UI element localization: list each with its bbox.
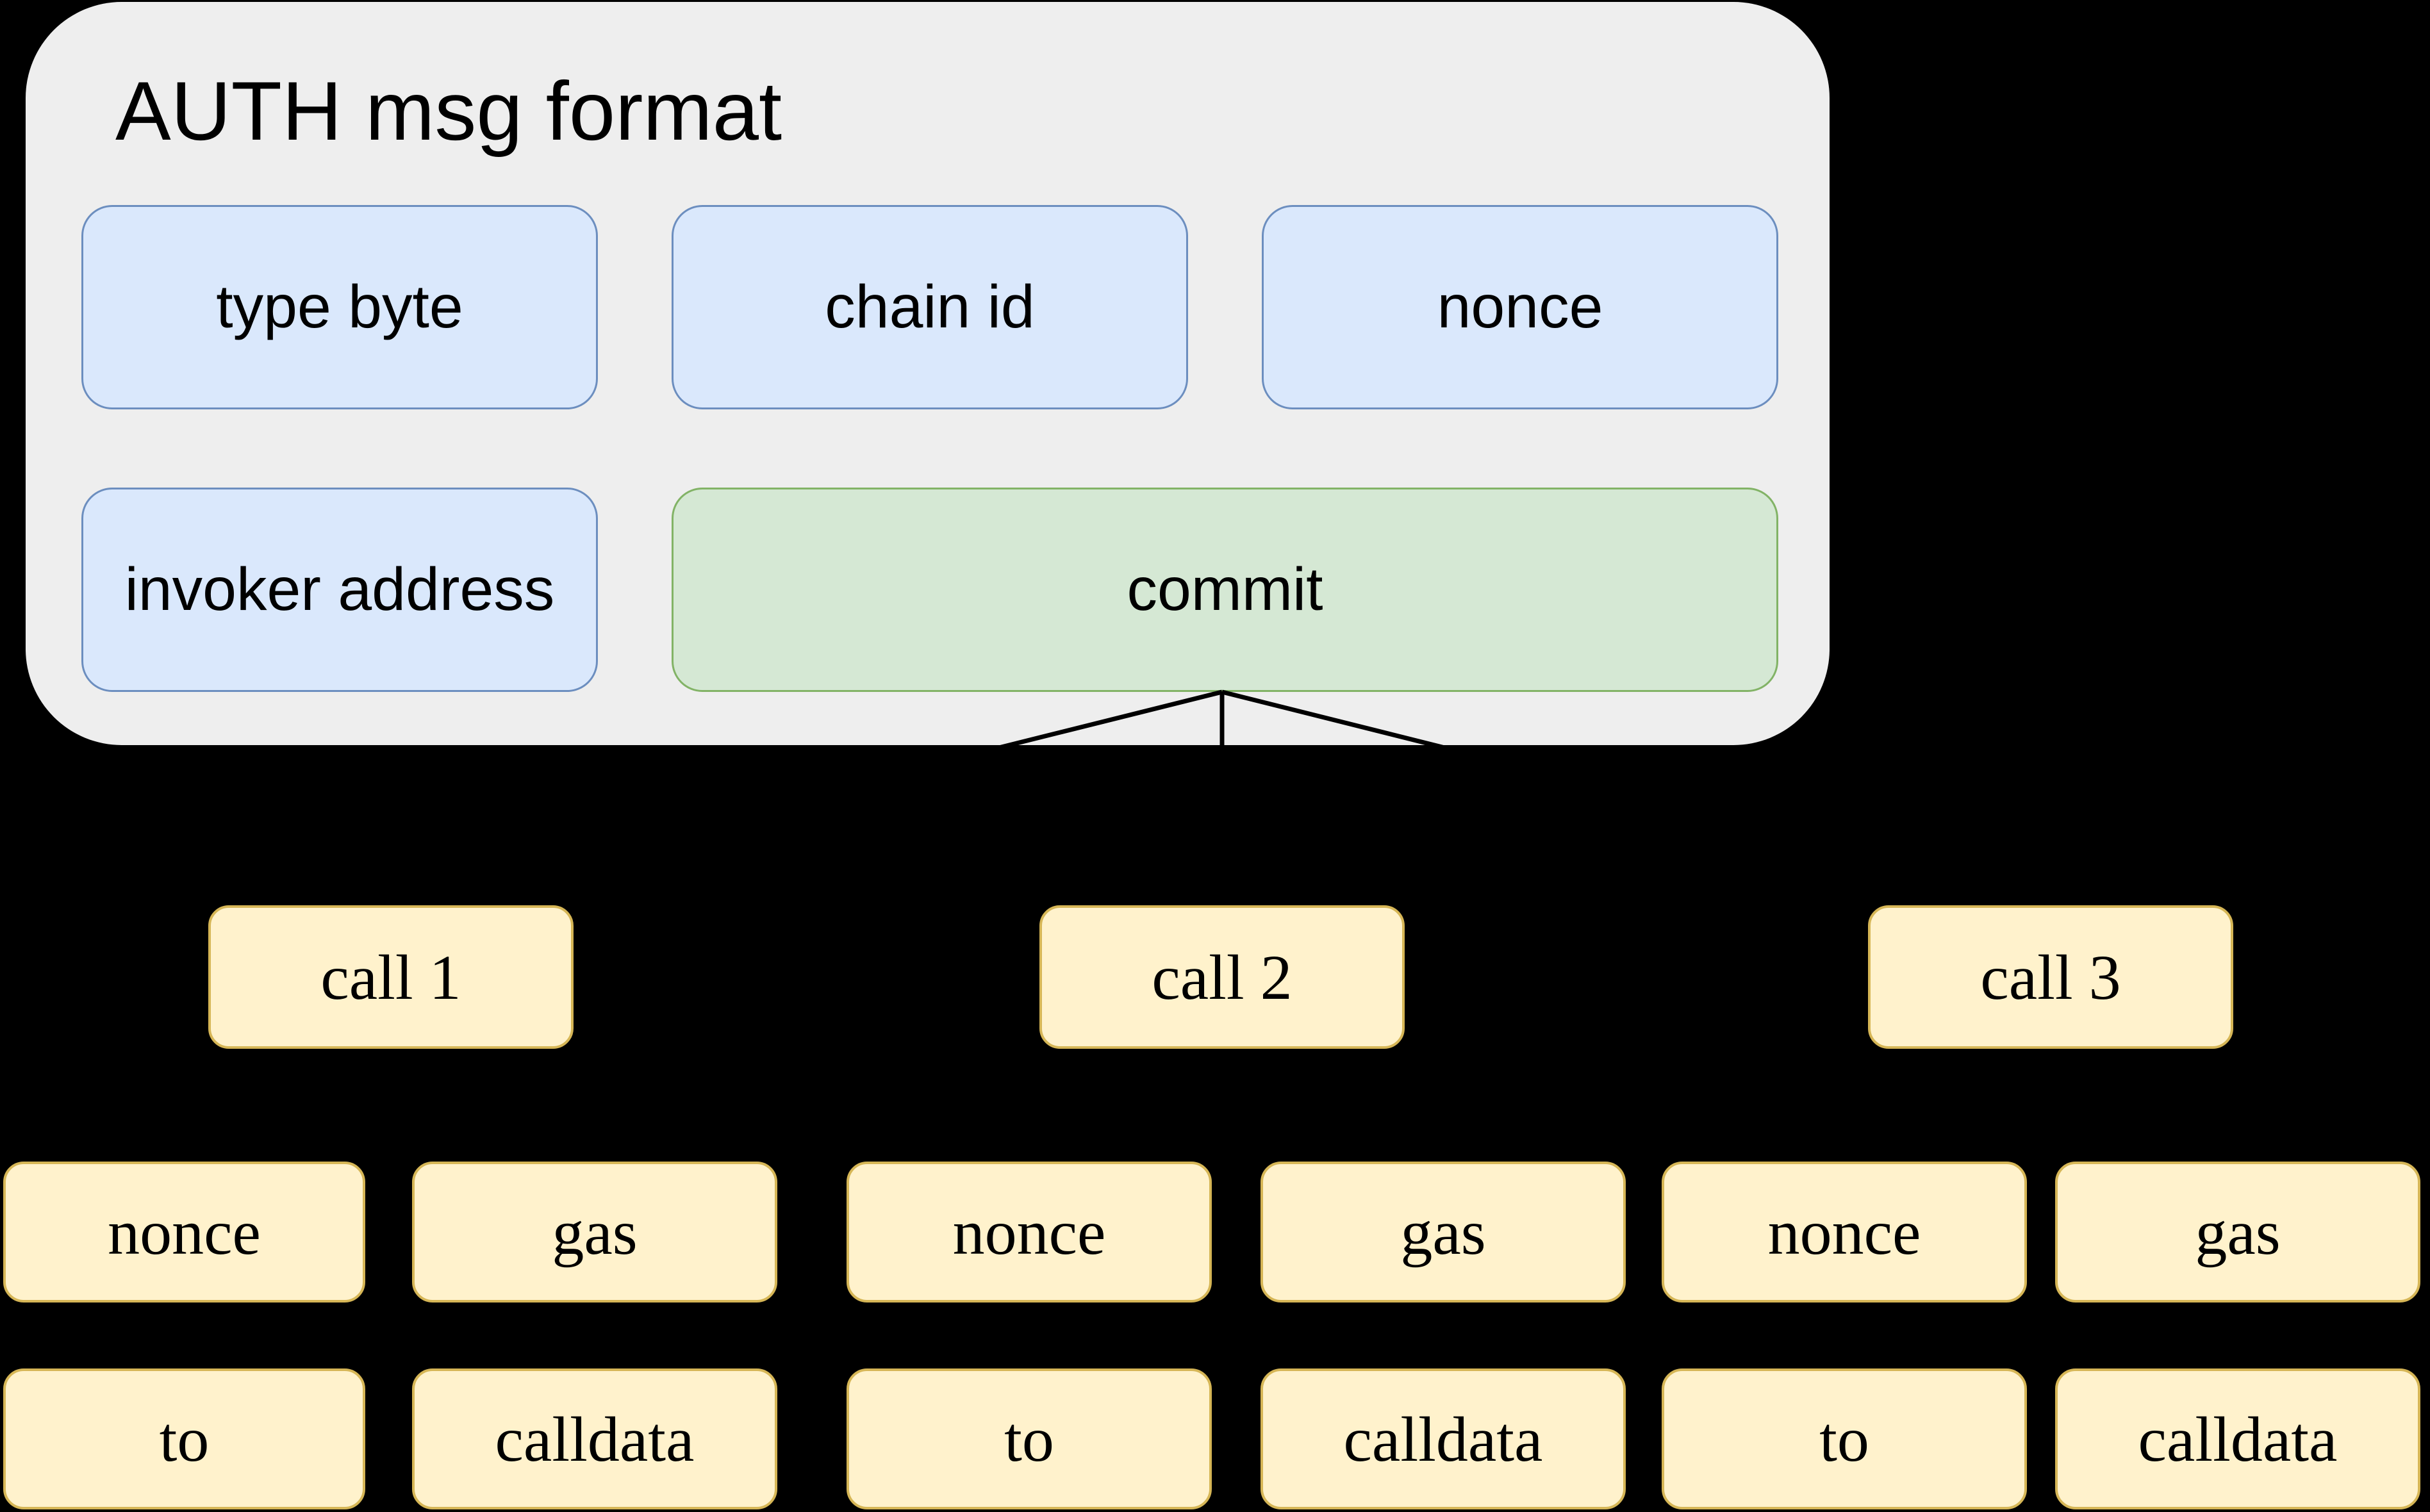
- call-1-box: call 1: [208, 905, 574, 1049]
- call-2-box: call 2: [1039, 905, 1405, 1049]
- call-2-label: call 2: [1152, 941, 1293, 1013]
- field-type-byte: type byte: [81, 205, 598, 409]
- call-2-calldata-label: calldata: [1343, 1403, 1543, 1475]
- call-1-gas-label: gas: [552, 1196, 638, 1268]
- call-3-calldata-box: calldata: [2055, 1368, 2420, 1509]
- field-commit-label: commit: [1127, 555, 1323, 623]
- call-1-gas-box: gas: [412, 1162, 777, 1302]
- edge-call2-nonce: [1028, 1042, 1223, 1156]
- field-nonce: nonce: [1262, 205, 1778, 409]
- call-2-to-label: to: [1004, 1403, 1054, 1475]
- field-chain-id-label: chain id: [825, 273, 1035, 341]
- field-commit: commit: [672, 488, 1778, 692]
- call-2-gas-box: gas: [1260, 1162, 1626, 1302]
- edge-call2-gas: [1221, 1042, 1444, 1156]
- call-2-calldata-box: calldata: [1260, 1368, 1626, 1509]
- call-1-calldata-box: calldata: [412, 1368, 777, 1509]
- call-2-to-box: to: [847, 1368, 1212, 1509]
- call-2-gas-label: gas: [1400, 1196, 1486, 1268]
- field-chain-id: chain id: [672, 205, 1188, 409]
- call-1-to-box: to: [3, 1368, 365, 1509]
- call-2-nonce-box: nonce: [847, 1162, 1212, 1302]
- edge-call1-gas: [390, 1042, 596, 1156]
- field-invoker-address: invoker address: [81, 488, 598, 692]
- edge-call3-nonce: [1843, 1042, 2052, 1156]
- call-2-nonce-label: nonce: [952, 1196, 1106, 1268]
- call-3-nonce-label: nonce: [1767, 1196, 1921, 1268]
- field-nonce-label: nonce: [1437, 273, 1603, 341]
- field-type-byte-label: type byte: [216, 273, 463, 341]
- edge-call3-gas: [2049, 1042, 2239, 1156]
- panel-title: AUTH msg format: [115, 64, 782, 158]
- call-3-to-label: to: [1819, 1403, 1869, 1475]
- call-1-nonce-box: nonce: [3, 1162, 365, 1302]
- call-1-label: call 1: [320, 941, 461, 1013]
- edge-call1-nonce: [183, 1042, 392, 1156]
- call-3-label: call 3: [1980, 941, 2121, 1013]
- call-3-box: call 3: [1868, 905, 2233, 1049]
- call-3-calldata-label: calldata: [2138, 1403, 2338, 1475]
- call-3-nonce-box: nonce: [1662, 1162, 2027, 1302]
- call-3-gas-box: gas: [2055, 1162, 2420, 1302]
- call-3-to-box: to: [1662, 1368, 2027, 1509]
- call-1-calldata-label: calldata: [495, 1403, 695, 1475]
- call-3-gas-label: gas: [2195, 1196, 2281, 1268]
- call-1-nonce-label: nonce: [108, 1196, 261, 1268]
- call-1-to-label: to: [159, 1403, 210, 1475]
- field-invoker-address-label: invoker address: [124, 555, 555, 623]
